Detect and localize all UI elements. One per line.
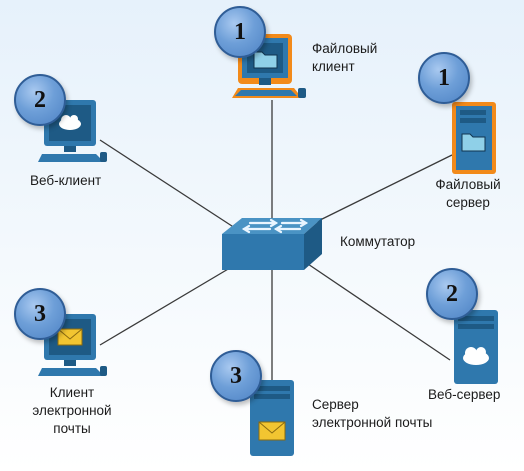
link-web-server xyxy=(304,261,451,361)
web-client-computer-icon[interactable] xyxy=(38,98,110,166)
email-server-label: Сервер электронной почты xyxy=(312,397,433,430)
file-server-badge: 1 xyxy=(418,52,470,104)
link-file-server xyxy=(309,154,453,226)
link-email-client xyxy=(99,261,241,346)
web-server-badge: 2 xyxy=(426,268,478,320)
file-client-label: Файловый клиент xyxy=(312,41,378,74)
email-client-badge: 3 xyxy=(14,288,66,340)
file-server-label: Файловый сервер xyxy=(435,177,501,210)
link-web-client xyxy=(99,139,236,229)
web-client-badge: 2 xyxy=(14,74,66,126)
file-server-icon[interactable] xyxy=(450,100,500,176)
email-server-icon[interactable] xyxy=(248,378,298,458)
web-server-icon[interactable] xyxy=(452,308,502,386)
switch-label: Коммутатор xyxy=(340,234,416,249)
web-client-label: Веб-клиент xyxy=(30,173,102,188)
web-server-label: Веб-сервер xyxy=(428,387,501,402)
email-client-label: Клиент электронной почты xyxy=(32,385,112,436)
file-client-badge: 1 xyxy=(214,6,266,58)
switch-icon[interactable] xyxy=(220,212,324,274)
email-server-badge: 3 xyxy=(210,350,262,402)
